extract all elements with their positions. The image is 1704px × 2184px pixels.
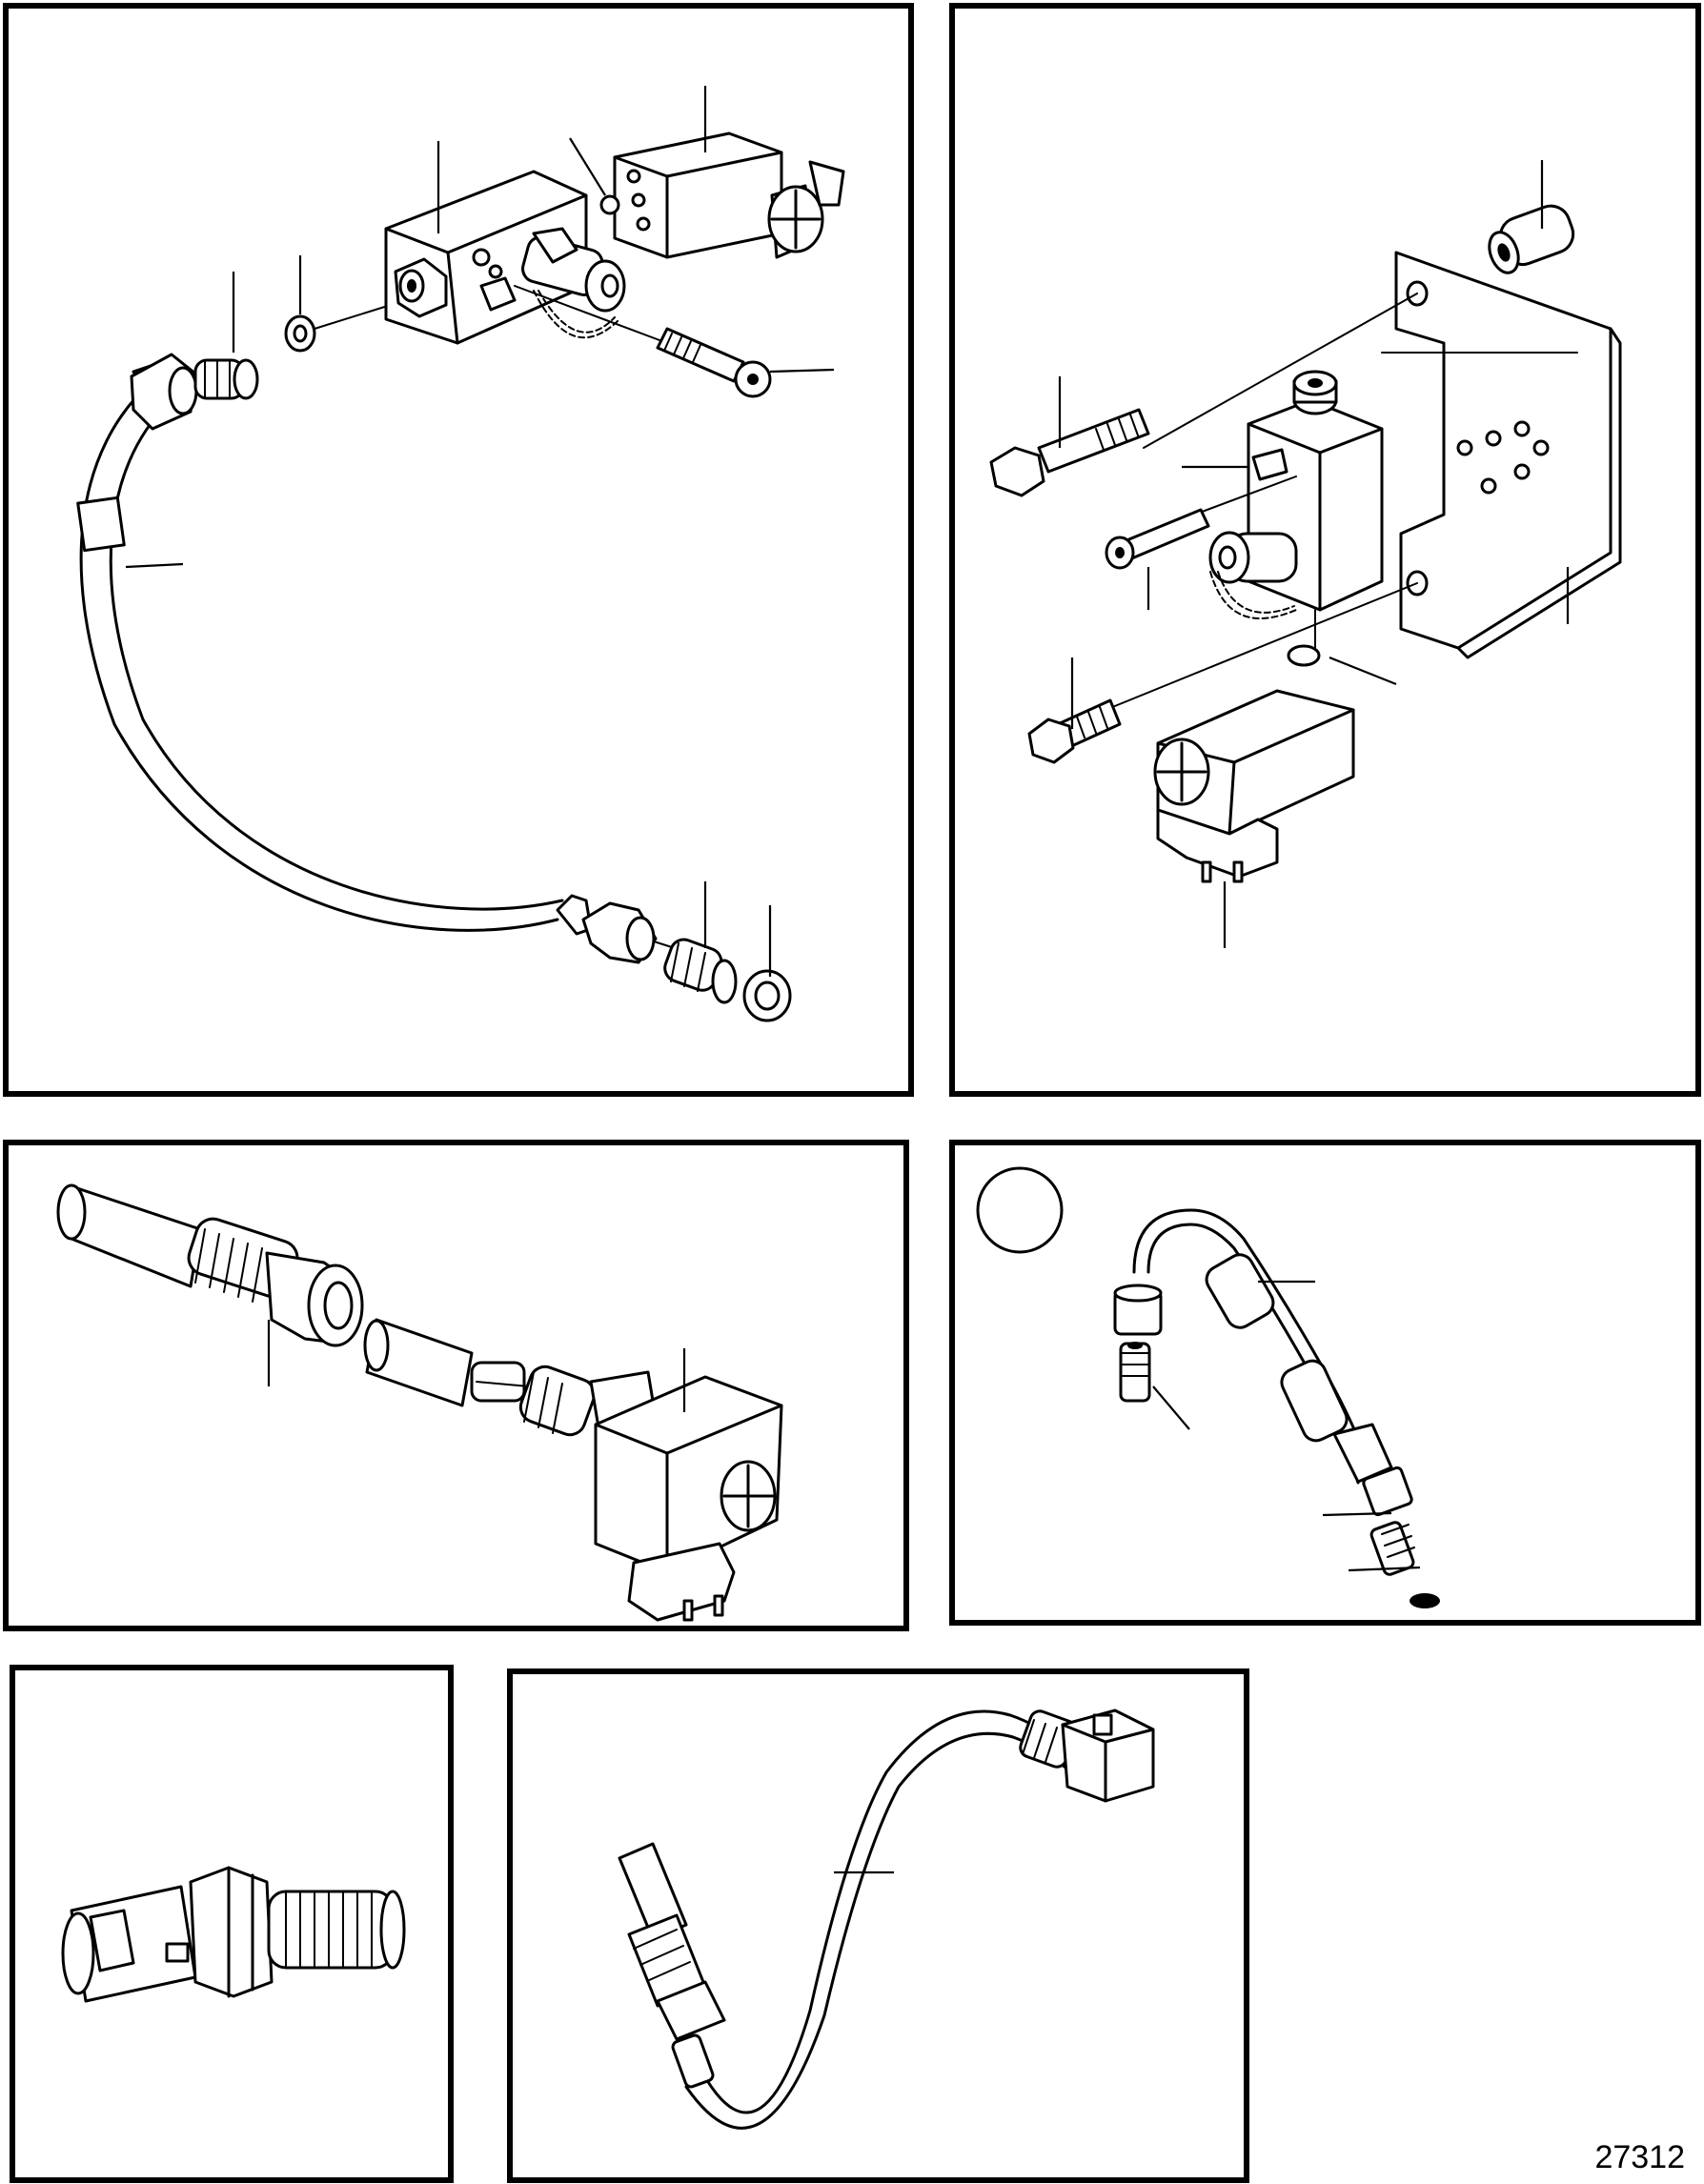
panel-sensor <box>10 1665 454 2183</box>
quick-coupling <box>479 227 626 339</box>
quick-coupling-bracket <box>1208 531 1298 619</box>
panel-hose-and-valve-block <box>3 3 914 1097</box>
solenoid-coil <box>599 131 845 259</box>
fitting-nut-lower <box>1332 1423 1440 1608</box>
bolt-socket <box>1105 475 1297 570</box>
washer-top <box>284 314 316 353</box>
panel-bracket-assembly <box>949 3 1701 1097</box>
washer-bottom <box>742 969 792 1022</box>
figure-number: 27312 <box>1594 2139 1685 2175</box>
mounting-bolt <box>514 285 772 398</box>
hose-nut-top <box>130 353 259 431</box>
solenoid-valve-connector <box>470 1361 783 1622</box>
bolt-long <box>989 293 1418 497</box>
hose-assembly <box>76 360 564 932</box>
hose-nut-bottom <box>556 894 738 1004</box>
solenoid-coil-bracket <box>1153 689 1355 883</box>
connector-plug-flat <box>618 1842 726 2089</box>
bolt-short <box>1027 582 1418 764</box>
pressure-sensor <box>61 1866 406 2003</box>
tube-end <box>363 1318 474 1407</box>
connector-plug-square <box>1019 1709 1155 1803</box>
variant-marker <box>976 1166 1064 1254</box>
panel-pipe-fittings <box>949 1140 1701 1626</box>
cable <box>684 1709 1069 2130</box>
panel-cable-harness <box>507 1668 1249 2183</box>
hose-end <box>56 1183 364 1347</box>
mounting-bracket <box>1394 251 1622 659</box>
panel-hose-connector <box>3 1140 909 1631</box>
o-ring-bracket <box>1287 644 1321 667</box>
spacer-sleeve <box>1488 204 1575 274</box>
valve-block <box>384 170 588 345</box>
fitting-nut-upper <box>1113 1284 1163 1403</box>
pipe-assembly <box>1132 1208 1374 1485</box>
